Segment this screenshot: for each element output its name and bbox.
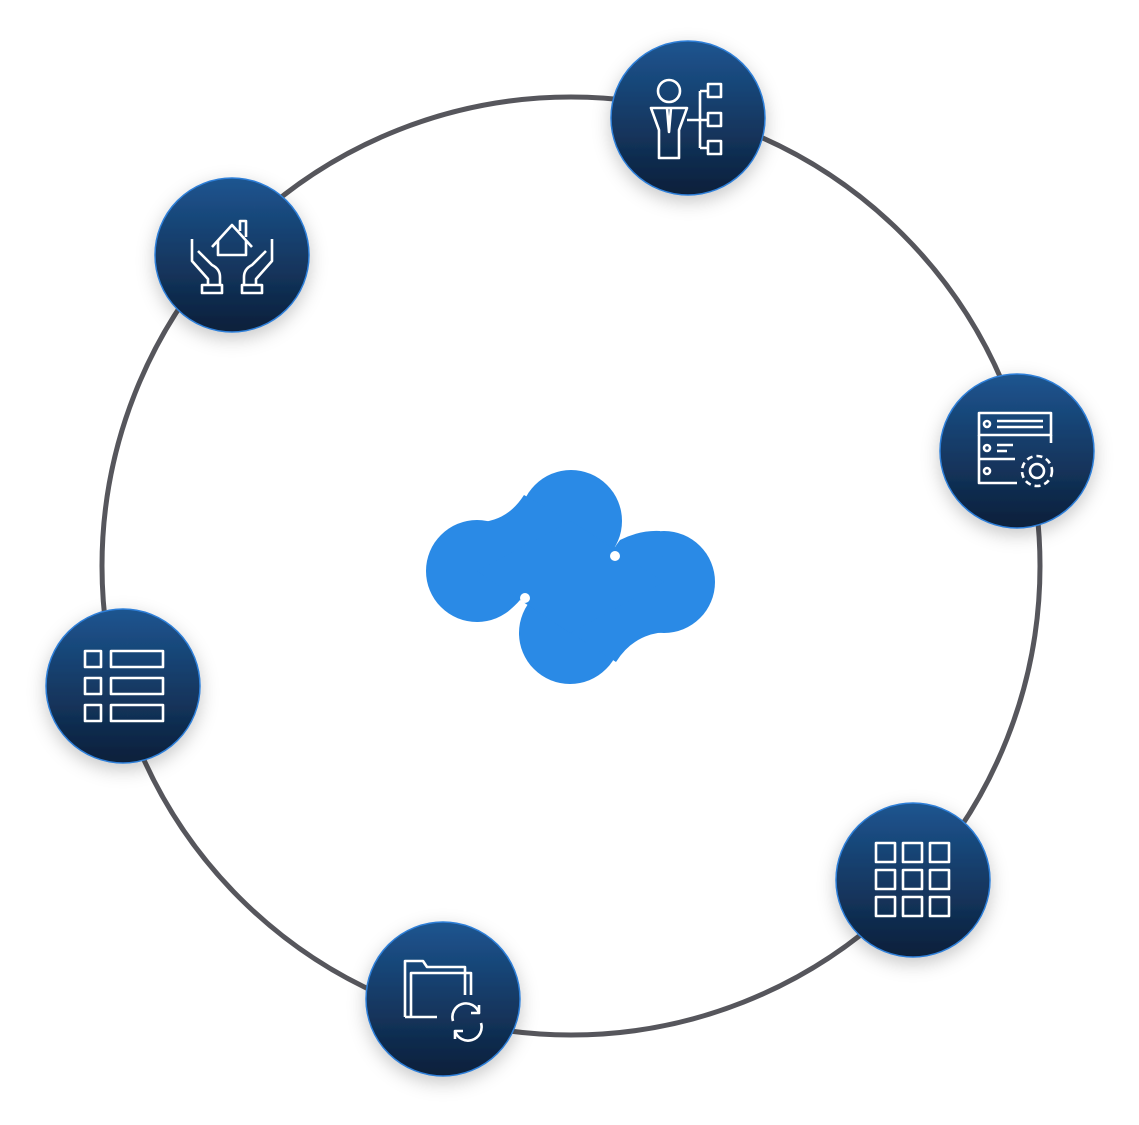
node-grid-apps[interactable]	[835, 802, 991, 958]
node-person-org-chart[interactable]	[610, 40, 766, 196]
person-org-chart-icon	[649, 78, 723, 160]
node-folder-sync[interactable]	[365, 921, 521, 1077]
center-logo	[426, 470, 715, 684]
hands-house-icon	[190, 219, 274, 295]
grid-apps-icon	[874, 841, 951, 918]
node-hands-house[interactable]	[154, 177, 310, 333]
orbit-ring	[99, 94, 1043, 1038]
list-view-icon	[83, 649, 165, 723]
node-server-settings[interactable]	[939, 373, 1095, 529]
folder-sync-icon	[403, 959, 483, 1042]
server-settings-icon	[977, 411, 1054, 488]
node-list-view[interactable]	[45, 608, 201, 764]
